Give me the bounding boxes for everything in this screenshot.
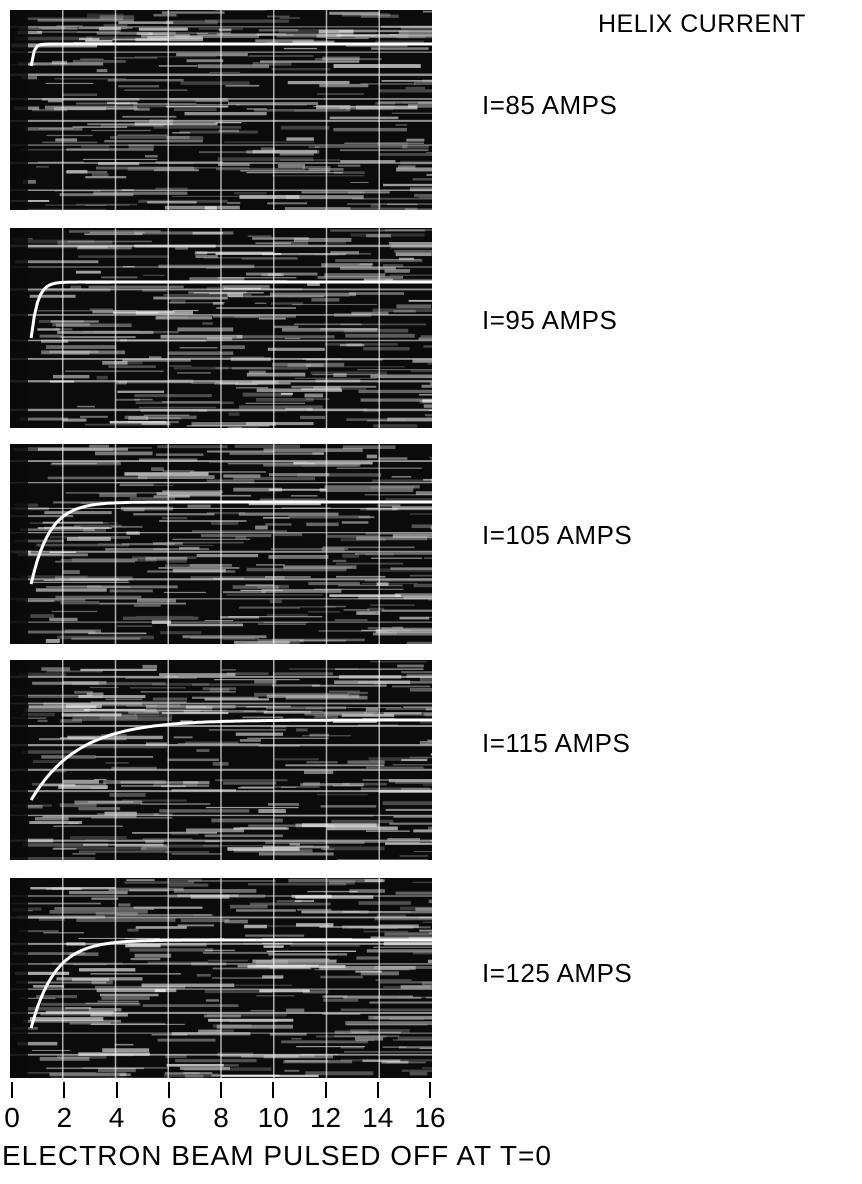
axis-tick-label: 12 [309,1102,342,1133]
axis-tick-label: 4 [108,1102,125,1133]
axis-tick-label: 8 [213,1102,229,1133]
axis-tick-label: 2 [56,1102,73,1133]
oscilloscope-panel-125 [10,878,432,1078]
oscilloscope-panel-115 [10,660,432,860]
axis-tick [376,1082,379,1098]
trace-curve [29,42,432,67]
axis-tick [167,1082,170,1098]
oscilloscope-panel-105 [10,444,432,644]
trace-svg-125 [10,878,432,1078]
trace-svg-95 [10,228,432,428]
oscilloscope-panel-85 [10,10,432,210]
axis-tick [115,1082,118,1098]
axis-tick [324,1082,327,1098]
axis-tick-label: 6 [160,1102,177,1133]
figure-caption: ELECTRON BEAM PULSED OFF AT T=0 [2,1140,552,1171]
axis-tick-label: 0 [4,1102,20,1133]
axis-tick-label: 10 [257,1102,289,1133]
panel-label-105: I=105 AMPS [482,520,633,550]
trace-curve [29,280,432,339]
axis-tick-label: 16 [414,1102,446,1133]
axis-tick [11,1082,13,1098]
trace-curve [29,938,432,1029]
panel-label-85: I=85 AMPS [482,90,618,120]
trace-svg-105 [10,444,432,644]
axis-tick [220,1082,222,1098]
trace-svg-115 [10,660,432,860]
oscilloscope-panel-95 [10,228,432,428]
axis-tick [63,1082,66,1098]
axis-tick [272,1082,275,1098]
trace-curve [29,718,432,801]
figure-header: HELIX CURRENT [598,10,806,38]
axis-tick-label: 14 [362,1102,394,1133]
panel-label-115: I=115 AMPS [482,728,631,758]
axis-tick [429,1082,431,1098]
panel-label-95: I=95 AMPS [482,305,618,335]
panel-label-125: I=125 AMPS [482,958,633,988]
trace-curve [29,500,432,585]
trace-svg-85 [10,10,432,210]
